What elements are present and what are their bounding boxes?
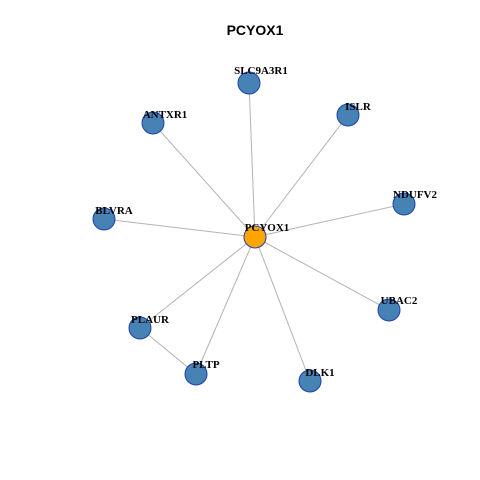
node-label-slc9a3r1: SLC9A3R1 xyxy=(234,65,288,77)
node-label-islr: ISLR xyxy=(345,101,372,113)
edge-plaur-pltp xyxy=(139,327,197,375)
node-label-blvra: BLVRA xyxy=(95,205,133,217)
node-label-plaur: PLAUR xyxy=(131,314,170,326)
node-pltp xyxy=(184,362,208,386)
node-label-ubac2: UBAC2 xyxy=(381,295,418,307)
edge-pcyox1-dlk1 xyxy=(254,236,311,382)
graph-title: PCYOX1 xyxy=(227,22,284,38)
node-layer xyxy=(92,71,416,393)
node-antxr1 xyxy=(141,111,165,135)
node-label-pltp: PLTP xyxy=(192,359,219,371)
edge-pcyox1-ubac2 xyxy=(254,236,390,311)
node-label-dlk1: DLK1 xyxy=(305,367,334,379)
edge-pcyox1-slc9a3r1 xyxy=(248,82,256,238)
edge-pcyox1-blvra xyxy=(103,218,256,238)
node-pcyox1 xyxy=(243,225,267,249)
edge-pcyox1-antxr1 xyxy=(152,122,256,238)
node-ndufv2 xyxy=(392,192,416,216)
edge-pcyox1-ndufv2 xyxy=(254,203,405,238)
edge-pcyox1-islr xyxy=(254,114,349,238)
node-label-pcyox1: PCYOX1 xyxy=(245,222,290,234)
node-islr xyxy=(336,103,360,127)
node-slc9a3r1 xyxy=(237,71,261,95)
node-blvra xyxy=(92,207,116,231)
node-label-ndufv2: NDUFV2 xyxy=(393,189,437,201)
node-ubac2 xyxy=(377,298,401,322)
edge-pcyox1-plaur xyxy=(139,236,256,329)
node-dlk1 xyxy=(298,369,322,393)
edge-pcyox1-pltp xyxy=(195,236,256,375)
node-plaur xyxy=(128,316,152,340)
node-label-antxr1: ANTXR1 xyxy=(143,109,188,121)
edge-layer xyxy=(103,82,405,382)
